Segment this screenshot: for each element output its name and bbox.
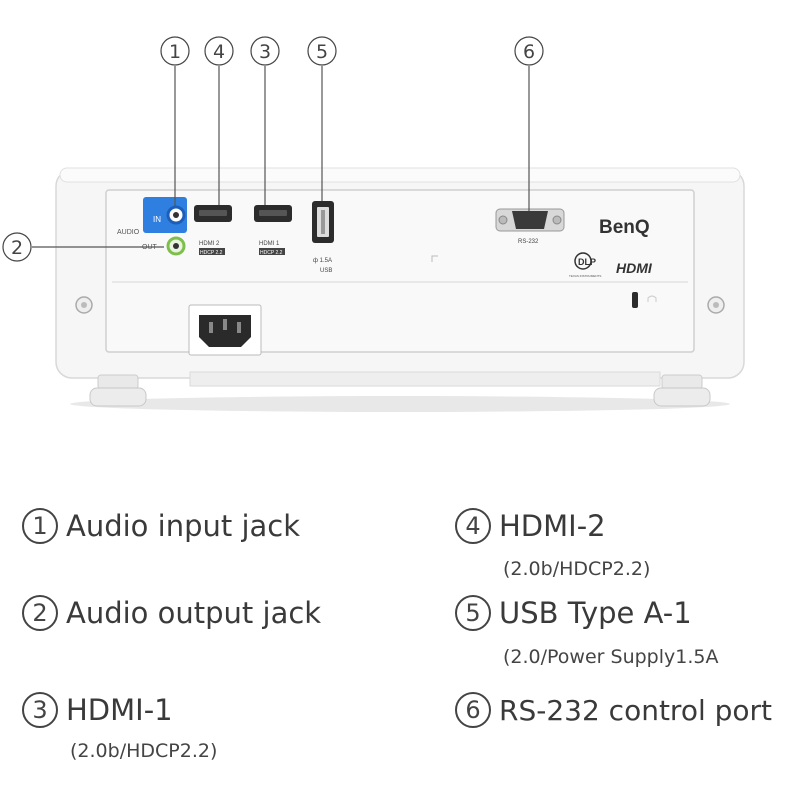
power-pin-left <box>209 322 213 333</box>
usb-port-contacts <box>321 210 325 234</box>
dlp-subtext: TEXAS INSTRUMENTS <box>569 274 601 278</box>
callout-1: 1 <box>169 41 181 63</box>
legend-number-5: 5 <box>455 595 491 631</box>
callout-1-circle <box>160 36 190 66</box>
brand-logo: BenQ <box>599 217 650 238</box>
legend-sub-5: (2.0/Power Supply1.5A <box>503 646 719 668</box>
hdmi-logo: HDMI <box>616 260 653 276</box>
body-top-edge <box>59 167 741 183</box>
hdmi2-hdcp-label: HDCP 2.2 <box>200 250 223 256</box>
callout-4-circle <box>204 36 234 66</box>
rs232-port <box>512 211 548 229</box>
usb-power-label: ф 1.5A <box>313 258 332 264</box>
legend-item-2: 2 Audio output jack <box>22 595 321 631</box>
hdmi2-label: HDMI 2 <box>199 241 220 247</box>
legend-number-2: 2 <box>22 595 58 631</box>
dlp-logo-mark <box>574 252 592 270</box>
dlp-logo: DLP <box>578 257 596 267</box>
legend-item-3: 3 HDMI-1 <box>22 692 173 728</box>
hdmi1-hdcp-badge <box>259 248 285 255</box>
right-screw-center <box>713 302 719 308</box>
legend-title-1: Audio input jack <box>66 509 301 543</box>
legend-item-5: 5 USB Type A-1 <box>455 595 692 631</box>
right-foot-base <box>653 387 711 407</box>
power-pin-center <box>223 319 227 330</box>
legend-sub-3: (2.0b/HDCP2.2) <box>70 740 218 762</box>
legend-item-1: 1 Audio input jack <box>22 508 300 544</box>
audio-label: AUDIO <box>117 229 140 236</box>
callout-2-circle <box>2 232 32 262</box>
legend-title-6: RS-232 control port <box>499 693 773 727</box>
callout-5-circle <box>307 36 337 66</box>
usb-label: USB <box>320 268 332 274</box>
left-foot-base <box>89 387 147 407</box>
hdmi1-port-inner <box>259 210 287 216</box>
panel-corner-mark <box>431 255 438 262</box>
power-pin-right <box>237 322 241 333</box>
audio-out-jack-hole <box>173 243 179 249</box>
rs232-screw-left <box>498 215 508 225</box>
legend-number-6: 6 <box>455 692 491 728</box>
hdmi2-hdcp-badge <box>199 248 225 255</box>
lock-icon <box>647 295 657 302</box>
hdmi2-port-inner <box>199 210 227 216</box>
legend-title-4: HDMI-2 <box>499 509 606 543</box>
right-foot <box>661 374 703 390</box>
legend-title-5: USB Type A-1 <box>499 596 692 630</box>
body-bottom-lip <box>189 371 661 387</box>
audio-in-label: IN <box>153 215 161 224</box>
security-slot <box>632 292 638 308</box>
left-foot <box>97 374 139 390</box>
callout-4: 4 <box>213 41 225 63</box>
legend-item-6: 6 RS-232 control port <box>455 692 772 728</box>
callout-3-circle <box>250 36 280 66</box>
legend-item-4: 4 HDMI-2 <box>455 508 606 544</box>
projector-rear-panel-diagram: IN AUDIO OUT HDMI 2 HDCP 2.2 HDMI 1 HDCP… <box>2 36 745 412</box>
callout-3: 3 <box>259 41 271 63</box>
callout-6: 6 <box>523 41 535 63</box>
hdmi1-hdcp-label: HDCP 2.2 <box>260 250 283 256</box>
hdmi1-label: HDMI 1 <box>259 241 280 247</box>
legend-sub-4: (2.0b/HDCP2.2) <box>503 558 651 580</box>
callout-5: 5 <box>316 41 328 63</box>
left-screw-center <box>81 302 87 308</box>
legend-number-3: 3 <box>22 692 58 728</box>
legend-number-4: 4 <box>455 508 491 544</box>
rs232-screw-right <box>552 215 562 225</box>
legend-number-1: 1 <box>22 508 58 544</box>
callout-2: 2 <box>11 237 23 259</box>
legend-title-2: Audio output jack <box>66 596 322 630</box>
rs232-label: RS-232 <box>518 239 539 245</box>
legend-title-3: HDMI-1 <box>66 693 173 727</box>
floor-shadow <box>70 396 730 412</box>
audio-in-jack-hole <box>173 212 179 218</box>
callout-6-circle <box>514 36 544 66</box>
